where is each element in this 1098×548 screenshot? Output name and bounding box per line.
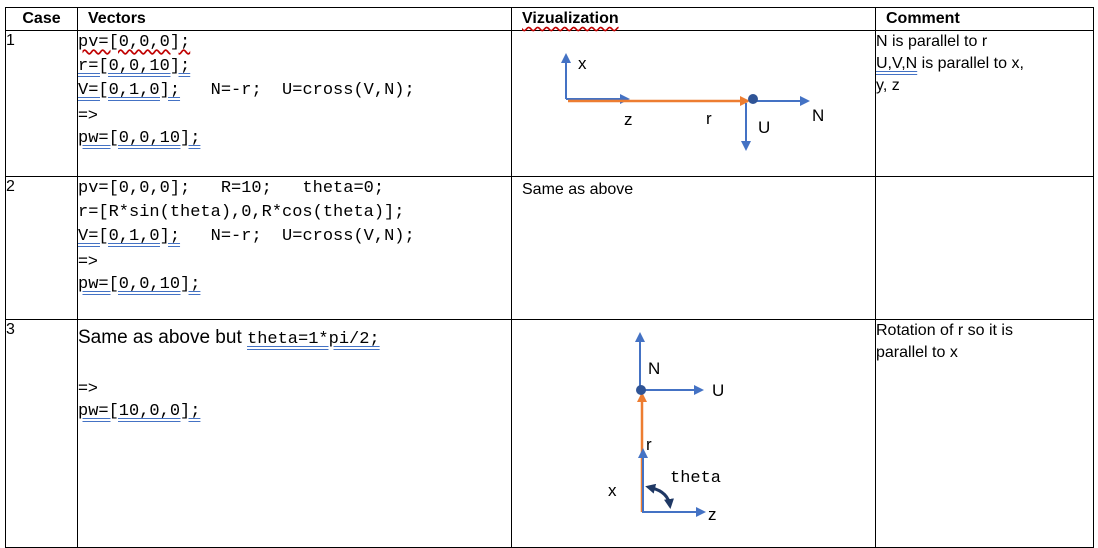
code-line: pw=[0,0,10]; — [78, 129, 201, 148]
code-line: Same as above but theta=1*pi/2; — [78, 327, 380, 349]
case-number: 1 — [5, 30, 78, 177]
code-line: => — [78, 378, 98, 397]
comment-line: y, z — [876, 77, 900, 94]
label-theta: theta — [670, 469, 721, 488]
vector-diagram-case-1: x z r U N — [561, 53, 824, 151]
label-n: N — [648, 359, 660, 378]
case-number: 3 — [5, 319, 78, 548]
comment-line: U,V,N is parallel to x, — [876, 55, 1024, 72]
origin-dot — [636, 385, 646, 395]
header-comment: Comment — [875, 7, 1094, 31]
vector-diagram-case-3: N U r theta x z — [608, 332, 724, 524]
table-row: 1 pv=[0,0,0]; r=[0,0,10]; V=[0,1,0]; N=-… — [5, 30, 1094, 177]
header-vizualization: Vizualization — [511, 7, 876, 31]
comment-cell: Rotation of r so it is parallel to x — [875, 319, 1094, 548]
comment-cell: N is parallel to r U,V,N is parallel to … — [875, 30, 1094, 177]
label-u: U — [758, 118, 770, 137]
header-vectors: Vectors — [77, 7, 512, 31]
visualization-cell: Same as above — [511, 176, 876, 320]
visualization-cell: x z r U N — [511, 30, 876, 177]
comment-cell — [875, 176, 1094, 320]
theta-angle-arc — [645, 483, 674, 509]
header-viz-text: Vizualization — [522, 10, 619, 27]
comment-line: parallel to x — [876, 344, 958, 361]
code-line: pv=[0,0,0]; — [78, 33, 191, 52]
code-line: => — [78, 251, 98, 270]
header-case: Case — [5, 7, 78, 31]
header-row: Case Vectors Vizualization Comment — [5, 7, 1094, 31]
code-line: pv=[0,0,0]; R=10; theta=0; — [78, 179, 385, 198]
vector-cases-table: Case Vectors Vizualization Comment 1 pv=… — [5, 7, 1094, 548]
label-r: r — [646, 435, 652, 454]
label-n: N — [812, 106, 824, 125]
vectors-cell: pv=[0,0,0]; r=[0,0,10]; V=[0,1,0]; N=-r;… — [77, 30, 512, 177]
code-line: pw=[0,0,10]; — [78, 275, 201, 294]
case-number: 2 — [5, 176, 78, 320]
vectors-cell: pv=[0,0,0]; R=10; theta=0; r=[R*sin(thet… — [77, 176, 512, 320]
comment-line: N is parallel to r — [876, 33, 988, 50]
code-line: => — [78, 105, 98, 124]
label-z: z — [708, 505, 717, 524]
table-row: 3 Same as above but theta=1*pi/2; => pw=… — [5, 319, 1094, 548]
origin-dot — [748, 94, 758, 104]
label-z: z — [624, 110, 633, 129]
code-line: V=[0,1,0]; N=-r; U=cross(V,N); — [78, 227, 415, 246]
label-u: U — [712, 381, 724, 400]
viz-text: Same as above — [522, 181, 634, 198]
code-line: V=[0,1,0]; N=-r; U=cross(V,N); — [78, 81, 415, 100]
label-x: x — [578, 54, 587, 73]
table-row: 2 pv=[0,0,0]; R=10; theta=0; r=[R*sin(th… — [5, 176, 1094, 320]
visualization-cell: N U r theta x z — [511, 319, 876, 548]
label-r: r — [706, 109, 712, 128]
comment-line: Rotation of r so it is — [876, 322, 1013, 339]
blank-line — [78, 352, 511, 376]
label-x: x — [608, 481, 617, 500]
code-line: r=[R*sin(theta),0,R*cos(theta)]; — [78, 203, 405, 222]
code-line: r=[0,0,10]; — [78, 57, 191, 76]
vectors-cell: Same as above but theta=1*pi/2; => pw=[1… — [77, 319, 512, 548]
code-line: pw=[10,0,0]; — [78, 402, 201, 421]
